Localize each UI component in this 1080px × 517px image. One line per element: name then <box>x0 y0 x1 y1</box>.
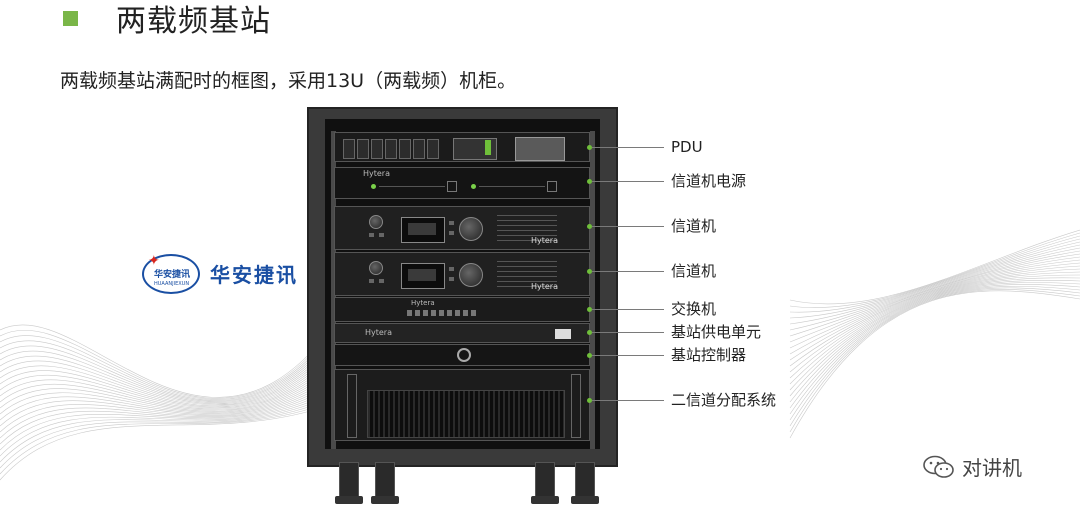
callout-line <box>592 309 664 310</box>
repeater-knob-large <box>459 217 483 241</box>
callout-line <box>592 400 664 401</box>
callout-line <box>592 355 664 356</box>
controller-logo-icon <box>457 348 471 362</box>
repeater-button <box>379 233 384 237</box>
callout-pdu: PDU <box>671 138 703 156</box>
pdu-socket <box>413 139 425 159</box>
power-unit-brand: Hytera <box>365 328 392 337</box>
repeater-button <box>449 277 454 281</box>
callout-line <box>592 181 664 182</box>
callout-dot <box>587 145 592 150</box>
company-logo: ✦ 华安捷讯 HUAANJIEXUN 华安捷讯 <box>140 251 318 297</box>
logo-globe-icon <box>142 254 200 294</box>
repeater-button <box>449 267 454 271</box>
bs-power-unit: Hytera <box>334 323 590 343</box>
callout-dot <box>587 179 592 184</box>
cabinet-foot <box>575 462 595 500</box>
cabinet-foot <box>375 462 395 500</box>
watermark-text: 对讲机 <box>962 456 1022 480</box>
pdu-socket <box>371 139 383 159</box>
pdu-socket <box>357 139 369 159</box>
repeater-knob-small <box>369 215 383 229</box>
repeater-brand: Hytera <box>531 282 558 291</box>
cabinet-foot <box>535 462 555 500</box>
page-subtitle: 两载频基站满配时的框图，采用13U（两载频）机柜。 <box>60 70 517 92</box>
psu-brand: Hytera <box>363 169 390 178</box>
logo-mini-en: HUAANJIEXUN <box>154 281 190 287</box>
combiner-unit <box>334 369 590 441</box>
pdu-socket <box>385 139 397 159</box>
cabinet-foot-base <box>531 496 559 504</box>
callout-dot <box>587 307 592 312</box>
logo-mini-text: 华安捷讯 <box>154 270 191 280</box>
combiner-handle <box>347 374 357 438</box>
rack-rail-left <box>331 131 336 449</box>
switch-unit: Hytera <box>334 297 590 322</box>
callout-repeater-2: 信道机 <box>671 262 717 280</box>
pdu-socket <box>399 139 411 159</box>
repeater-button <box>369 233 374 237</box>
pdu-unit <box>334 132 590 162</box>
pdu-socket <box>343 139 355 159</box>
callout-bs-power-unit: 基站供电单元 <box>671 323 762 341</box>
page-title: 两载频基站 <box>116 4 271 39</box>
callout-line <box>592 226 664 227</box>
repeater-button <box>449 231 454 235</box>
title-bullet <box>63 11 78 26</box>
callout-switch: 交换机 <box>671 300 717 318</box>
pdu-indicator <box>485 140 491 155</box>
callout-dot <box>587 269 592 274</box>
logo-star-icon: ✦ <box>148 253 160 269</box>
repeater-vents <box>497 215 557 241</box>
psu-led <box>371 184 376 189</box>
callout-dot <box>587 353 592 358</box>
cabinet-foot <box>339 462 359 500</box>
switch-brand: Hytera <box>411 299 435 307</box>
repeater-vents <box>497 261 557 287</box>
combiner-grill <box>367 390 565 438</box>
repeater-knob-large <box>459 263 483 287</box>
repeater-unit-2: Hytera <box>334 252 590 296</box>
callout-line <box>592 271 664 272</box>
psu-line <box>479 186 545 187</box>
callout-combiner: 二信道分配系统 <box>671 391 777 409</box>
repeater-button <box>369 279 374 283</box>
repeater-brand: Hytera <box>531 236 558 245</box>
pdu-meter <box>515 137 565 161</box>
callout-dot <box>587 330 592 335</box>
psu-led <box>471 184 476 189</box>
callout-repeater-1: 信道机 <box>671 217 717 235</box>
cabinet-foot-base <box>335 496 363 504</box>
cabinet-foot-base <box>371 496 399 504</box>
psu-port <box>447 181 457 192</box>
psu-port <box>547 181 557 192</box>
logo-text: 华安捷讯 <box>210 263 298 287</box>
wechat-icon <box>923 455 954 478</box>
callout-bs-controller: 基站控制器 <box>671 346 747 364</box>
callout-line <box>592 332 664 333</box>
rack-rail-right <box>590 131 595 449</box>
pdu-socket <box>427 139 439 159</box>
switch-ports <box>407 310 477 316</box>
repeater-unit-1: Hytera <box>334 206 590 250</box>
repeater-display <box>401 263 445 289</box>
repeater-display <box>401 217 445 243</box>
repeater-knob-small <box>369 261 383 275</box>
power-unit-badge <box>555 329 571 339</box>
repeater-button <box>379 279 384 283</box>
channel-psu-unit: Hytera <box>334 167 590 199</box>
repeater-button <box>449 221 454 225</box>
psu-line <box>379 186 445 187</box>
combiner-handle <box>571 374 581 438</box>
callout-dot <box>587 224 592 229</box>
cabinet-foot-base <box>571 496 599 504</box>
callout-line <box>592 147 664 148</box>
callout-channel-psu: 信道机电源 <box>671 172 747 190</box>
bs-controller-unit <box>334 344 590 366</box>
callout-dot <box>587 398 592 403</box>
